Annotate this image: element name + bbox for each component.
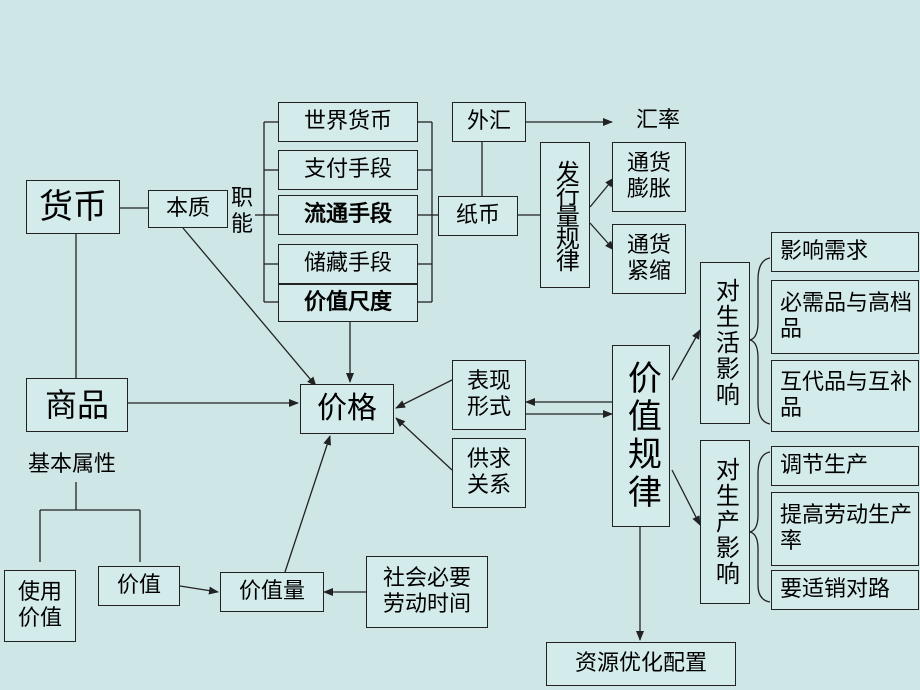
node-liutong-shouduan[interactable]: 流通手段: [278, 195, 418, 235]
node-hudaipin-hubupin[interactable]: 互代品与互补品: [771, 360, 919, 432]
node-tonghuo-jinsuo[interactable]: 通货紧缩: [612, 224, 686, 294]
node-faxingliang-guilv[interactable]: 发行量规律: [540, 142, 590, 288]
node-dui-shengchan-yingxiang[interactable]: 对生产影响: [700, 440, 750, 604]
node-tigao-laodong-shengchanlv[interactable]: 提高劳动生产率: [771, 492, 919, 566]
node-jiazhi-guilv[interactable]: 价值规律: [612, 345, 670, 527]
node-jiazhiliang[interactable]: 价值量: [220, 572, 324, 612]
node-zhibi[interactable]: 纸币: [438, 196, 518, 236]
node-gongqiu-guanxi[interactable]: 供求关系: [452, 438, 526, 508]
node-yao-shixiao-duilu[interactable]: 要适销对路: [771, 570, 919, 610]
node-huobi[interactable]: 货币: [26, 180, 120, 234]
node-tiaojie-shengchan[interactable]: 调节生产: [771, 446, 919, 486]
arrow-benzhi-jiage: [182, 227, 317, 387]
node-shijie-huobi[interactable]: 世界货币: [278, 102, 418, 142]
node-bixupin-gaodangpin[interactable]: 必需品与高档品: [771, 280, 919, 354]
node-shehui-biyao-laodong-shijian[interactable]: 社会必要劳动时间: [366, 556, 488, 628]
arrow-faxing-pengzhang: [589, 177, 615, 208]
arrow-guilv-shenghuo: [671, 329, 701, 381]
node-tonghuo-pengzhang[interactable]: 通货膨胀: [612, 142, 686, 212]
node-biaoxian-xingshi[interactable]: 表现形式: [452, 360, 526, 430]
brace-shengchan: [749, 451, 771, 603]
node-yingxiang-xuqiu[interactable]: 影响需求: [771, 232, 919, 272]
node-zhifu-shouduan[interactable]: 支付手段: [278, 150, 418, 190]
node-jiage[interactable]: 价格: [300, 384, 394, 434]
brace-shenghuo: [749, 257, 771, 425]
node-jiazhi[interactable]: 价值: [98, 566, 180, 606]
node-ziyuan-youhua-peizhi[interactable]: 资源优化配置: [546, 642, 736, 686]
node-dui-shenghuo-yingxiang[interactable]: 对生活影响: [700, 262, 750, 424]
arrow-biaoxian-jiage: [395, 379, 453, 409]
label-zhineng: 职能: [231, 186, 254, 238]
arrow-guilv-shengchan: [671, 469, 701, 526]
arrow-gongqiu-jiage: [395, 417, 453, 471]
node-shangpin[interactable]: 商品: [26, 378, 128, 432]
node-jiazhi-chidu[interactable]: 价值尺度: [278, 284, 418, 322]
arrow-jiazhiliang-jiage: [284, 435, 331, 573]
label-jiben-shuxing: 基本属性: [28, 452, 117, 477]
node-waihui[interactable]: 外汇: [452, 102, 526, 142]
label-huilv: 汇率: [636, 108, 681, 133]
arrow-jiazhi-jiazhiliang: [179, 585, 219, 595]
node-benzhi[interactable]: 本质: [148, 190, 228, 228]
node-chucang-shouduan[interactable]: 储藏手段: [278, 244, 418, 284]
arrow-faxing-jinsuo: [589, 222, 615, 251]
node-shiyong-jiazhi[interactable]: 使用价值: [4, 570, 76, 642]
